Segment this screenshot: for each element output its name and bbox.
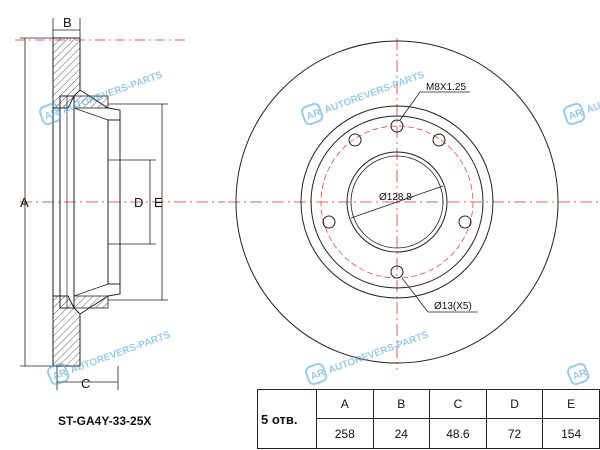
holes-count-label: 5 отв. [257, 389, 317, 449]
spec-value-d: 72 [485, 418, 544, 449]
front-view: Ø128.8 M8X1.25 Ø13(X5) [228, 38, 600, 370]
hat-hatch-upper [73, 95, 109, 109]
watermark-5: AR AUTOREVERS-PARTS [304, 329, 430, 386]
thread-label: M8X1.25 [426, 82, 466, 93]
bolt-hole-right-top [432, 133, 446, 147]
hub-bore [346, 151, 448, 253]
svg-text:AR: AR [567, 107, 585, 123]
hub-bore-label: Ø128.8 [379, 192, 412, 203]
dim-c-label: C [81, 376, 90, 391]
hat-flange [107, 119, 121, 285]
inner-ring-line-lower [73, 283, 109, 297]
part-number: ST-GA4Y-33-25X [58, 414, 152, 428]
inner-ring-line [73, 107, 109, 121]
friction-inner-edge [300, 105, 494, 299]
disc-outer-edge [235, 40, 559, 364]
svg-text:AUTOREVERS-PARTS: AUTOREVERS-PARTS [585, 69, 600, 116]
watermark-3: AR AUTOREVERS-PARTS [562, 69, 600, 126]
spec-header-e: E [542, 389, 600, 419]
hat-hatch-lower [73, 295, 109, 309]
bolt-hole-top [390, 119, 404, 133]
watermark-6: AR [566, 362, 590, 386]
spec-header-row: 5 отв. A B C D E [257, 389, 600, 449]
svg-text:AR: AR [305, 107, 323, 123]
hole-dia-leader [401, 277, 478, 313]
spec-header-a: A [315, 389, 374, 419]
spec-value-a: 258 [315, 418, 374, 449]
svg-text:AR: AR [43, 107, 61, 123]
svg-text:AUTOREVERS-PARTS: AUTOREVERS-PARTS [69, 329, 172, 376]
spec-value-e: 154 [542, 418, 600, 449]
svg-text:AR: AR [571, 367, 589, 383]
spec-value-c: 48.6 [429, 418, 487, 449]
dim-a-label: A [20, 195, 29, 210]
bolt-hole-bottom [390, 265, 404, 279]
spec-header-b: B [372, 389, 431, 419]
side-section-view: B A C D E [15, 15, 225, 391]
bolt-hole-right-bottom [458, 215, 472, 229]
spec-value-row: 258 24 48.6 72 154 [258, 418, 600, 449]
dim-e-label: E [154, 195, 163, 210]
spec-table: 5 отв. A B C D E 258 24 48.6 72 154 [257, 389, 600, 449]
hub-bore-inner [350, 155, 444, 249]
hub-bore-dim-line [350, 185, 444, 219]
spec-header-c: C [429, 389, 487, 419]
svg-text:AR: AR [309, 367, 327, 383]
spec-value-b: 24 [372, 418, 431, 449]
dim-b-label: B [63, 15, 72, 30]
spec-header-d: D [485, 389, 544, 419]
hole-dia-label: Ø13(X5) [434, 301, 472, 312]
svg-text:AUTOREVERS-PARTS: AUTOREVERS-PARTS [327, 329, 430, 376]
dim-d-label: D [134, 195, 143, 210]
hat-outer-edge [310, 115, 484, 289]
thread-leader [399, 91, 470, 121]
svg-text:AR: AR [51, 367, 69, 383]
bolt-hole-left-top [348, 133, 362, 147]
bolt-hole-left-bottom [322, 215, 336, 229]
